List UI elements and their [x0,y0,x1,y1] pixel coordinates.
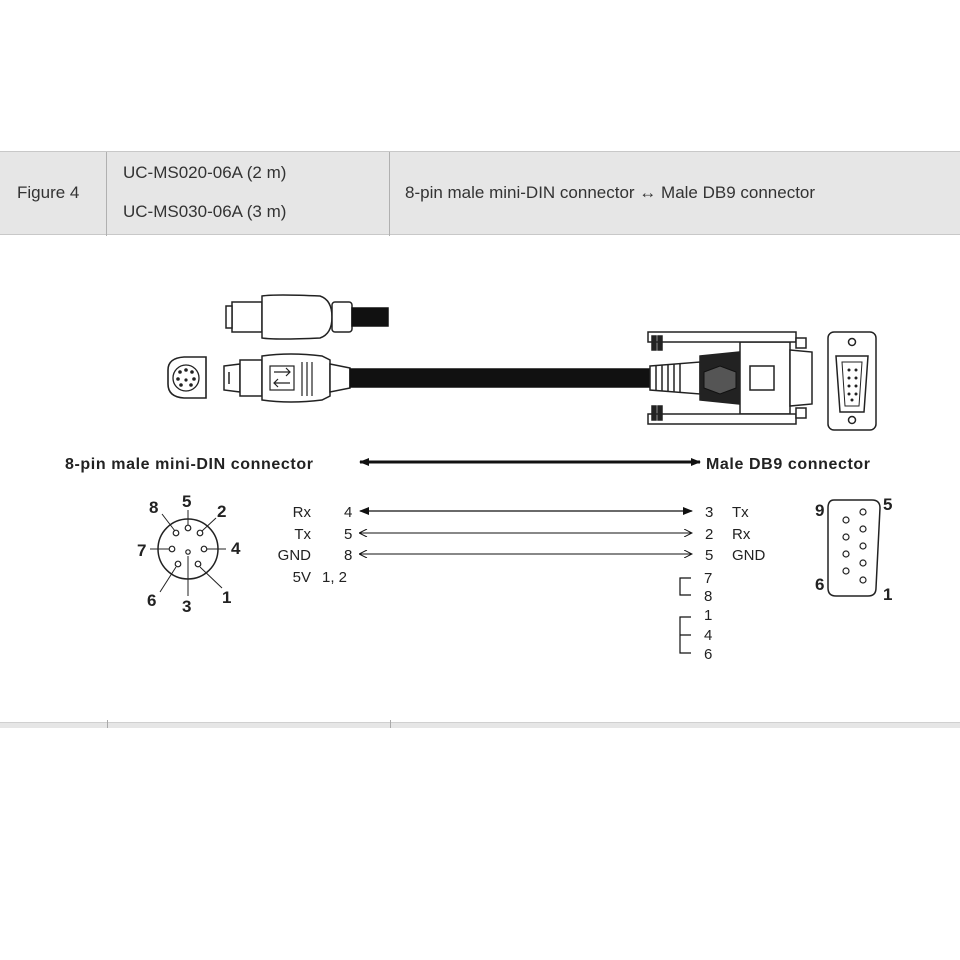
din-pin-7: 7 [137,541,146,560]
din-pin-6: 6 [147,591,156,610]
din-pin-2: 2 [217,502,226,521]
din-pin-5: 5 [182,492,191,511]
model-3m: UC-MS030-06A (3 m) [123,202,287,221]
mini-din-plug-side-view [225,294,389,340]
model-cell: UC-MS020-06A (2 m) UC-MS030-06A (3 m) [107,152,390,236]
mini-din-face-icon [167,356,207,399]
signal-name: GND [278,547,312,564]
wiring-connections: Rx 4 3 Tx Tx 5 2 Rx GND 8 5 GND 5V 1, 2 … [278,504,766,663]
din-pin-number: 1, 2 [322,569,347,586]
jumper-pin: 1 [704,607,712,624]
signal-name: 5V [293,569,311,586]
column-divider-tick [107,720,108,728]
spec-table-row: Figure 4 UC-MS020-06A (2 m) UC-MS030-06A… [0,151,960,236]
db9-signal-name: Rx [732,526,751,543]
db9-pin-9: 9 [815,501,824,520]
db9-pin-1: 1 [883,585,892,604]
figure-cell: Figure 4 [0,152,107,236]
din-pin-4: 4 [231,539,241,558]
description-cell: 8-pin male mini-DIN connector ↔ Male DB9… [390,152,960,236]
din-pin-1: 1 [222,588,231,607]
din-pin-number: 8 [344,547,352,564]
db9-pin-6: 6 [815,575,824,594]
jumper-pin: 4 [704,627,712,644]
table-bottom-rule [0,722,960,728]
mini-din-pinout: 8 5 2 7 4 6 3 1 [137,492,241,616]
jumper-pin: 8 [704,588,712,605]
model-2m: UC-MS020-06A (2 m) [123,163,287,182]
db9-pin-number: 3 [705,504,713,521]
db9-pinout: 9 5 6 1 [815,495,892,604]
db9-pin-number: 5 [705,547,713,564]
db9-pin-number: 2 [705,526,713,543]
jumper-pin: 6 [704,646,712,663]
column-divider-tick [390,720,391,728]
din-pin-number: 4 [344,504,352,521]
db9-signal-name: Tx [732,504,749,521]
cable-description: 8-pin male mini-DIN connector ↔ Male DB9… [405,183,816,202]
signal-name: Tx [294,526,311,543]
right-connector-title: Male DB9 connector [706,456,871,473]
left-connector-title: 8-pin male mini-DIN connector [65,456,314,473]
din-pin-3: 3 [182,597,191,616]
mini-din-plug-top-view [223,353,651,403]
figure-label: Figure 4 [17,183,80,202]
signal-name: Rx [293,504,312,521]
db9-signal-name: GND [732,547,766,564]
jumper-pin: 7 [704,570,712,587]
din-pin-number: 5 [344,526,352,543]
jumper-bracket [679,616,691,654]
jumper-bracket [679,577,691,596]
db9-face-icon [827,331,877,431]
din-pin-8: 8 [149,498,158,517]
db9-connector-body [647,331,813,425]
db9-pin-5: 5 [883,495,892,514]
